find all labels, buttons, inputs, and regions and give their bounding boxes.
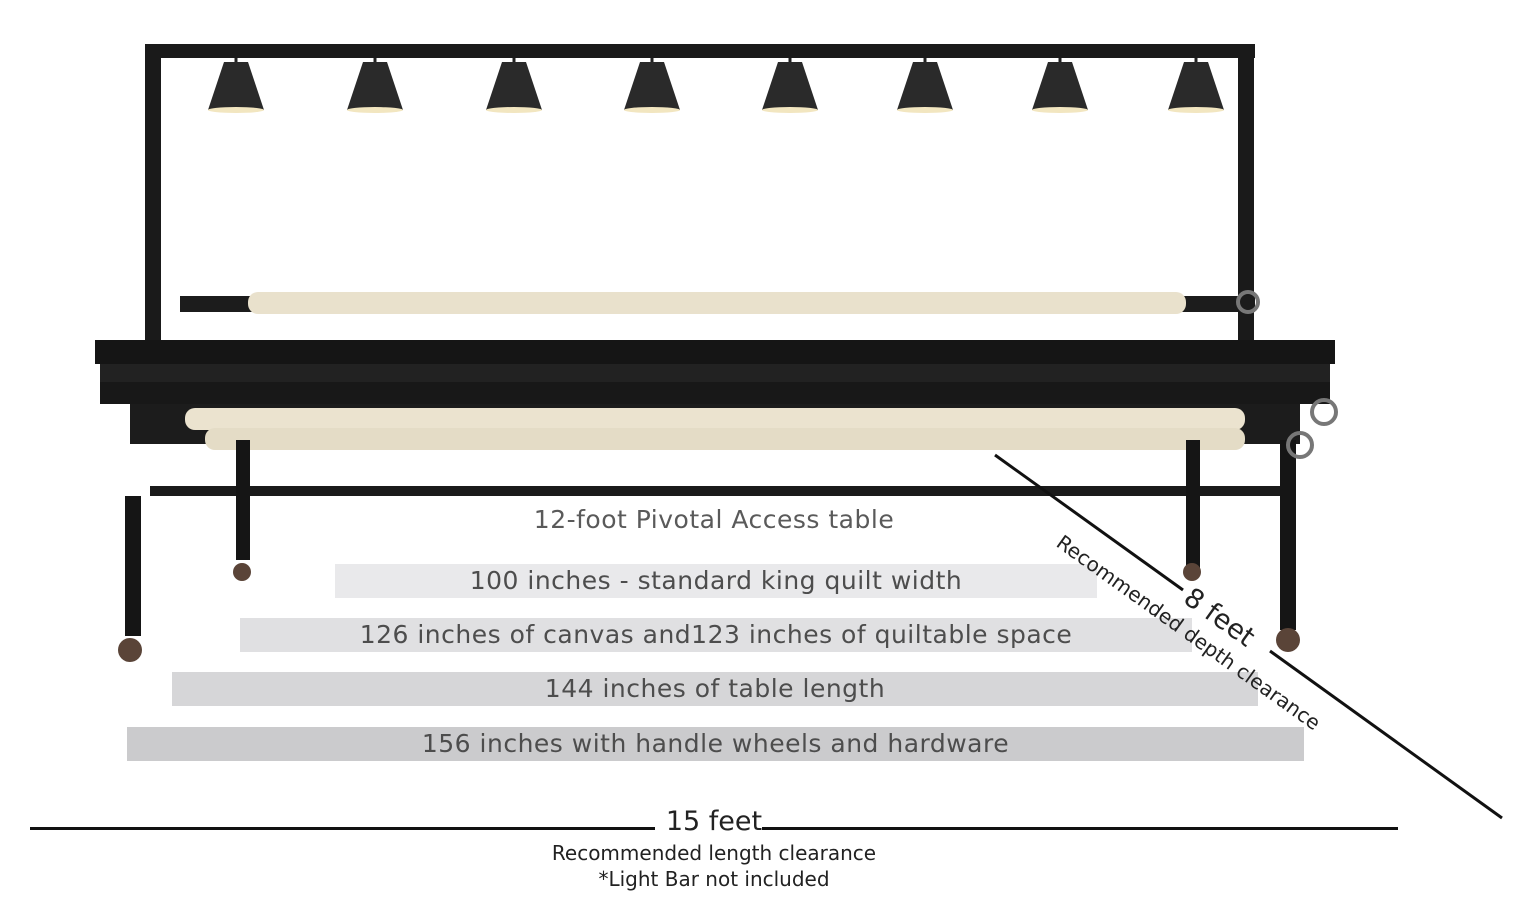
lamp-light <box>486 107 542 113</box>
length-clearance-line-left <box>30 827 655 830</box>
light-bar-note: *Light Bar not included <box>598 867 830 891</box>
length-clearance-caption: Recommended length clearance <box>551 841 877 865</box>
lamp-light <box>1168 107 1224 113</box>
lamp-light <box>208 107 264 113</box>
lamp-shade-icon <box>762 62 818 110</box>
length-clearance-line-right <box>762 827 1398 830</box>
measurement-bar-canvas: 126 inches of canvas and123 inches of qu… <box>240 618 1192 652</box>
lamp-light <box>897 107 953 113</box>
lamp-light <box>1032 107 1088 113</box>
table-frame <box>95 290 1338 662</box>
lamp-shade-icon <box>1032 62 1088 110</box>
lamp-light <box>347 107 403 113</box>
measurement-bar-king-width: 100 inches - standard king quilt width <box>335 564 1097 598</box>
measurement-bar-with-hardware: 156 inches with handle wheels and hardwa… <box>127 727 1304 761</box>
lamp-shade-icon <box>897 62 953 110</box>
lamp-shade-icon <box>1168 62 1224 110</box>
lamp-shade-icon <box>486 62 542 110</box>
lamp-light <box>762 107 818 113</box>
measurement-bar-table-length: 144 inches of table length <box>172 672 1258 706</box>
lamp-shade-icon <box>208 62 264 110</box>
lamp-shade-icon <box>624 62 680 110</box>
length-clearance-value: 15 feet <box>665 806 763 837</box>
product-title: 12-foot Pivotal Access table <box>533 505 895 534</box>
lamps <box>208 58 1224 113</box>
light-bar-frame <box>145 44 1255 354</box>
lamp-shade-icon <box>347 62 403 110</box>
lamp-light <box>624 107 680 113</box>
